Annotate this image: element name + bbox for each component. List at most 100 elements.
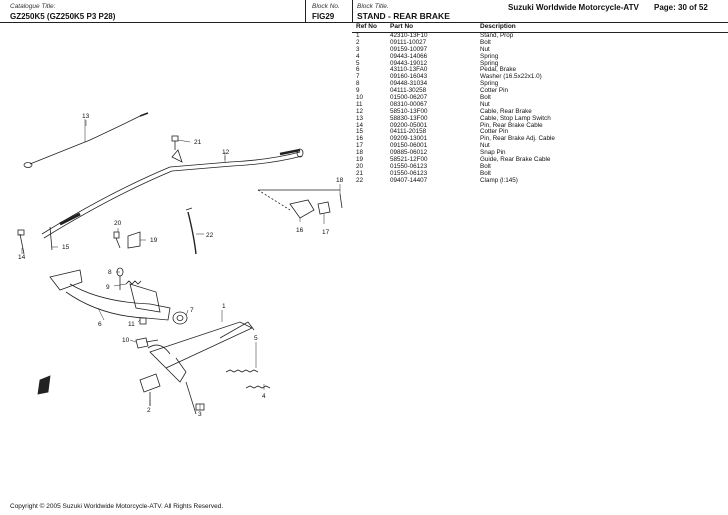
callout-13: 13 (82, 113, 90, 120)
callout-19: 19 (150, 237, 158, 244)
callout-8: 8 (108, 269, 112, 276)
callout-9: 9 (106, 284, 110, 291)
cell-part-no: 09448-31034 (390, 80, 428, 88)
callout-14: 14 (18, 254, 26, 261)
cell-ref-no: 14 (356, 121, 364, 129)
cell-part-no: 09159-10097 (390, 45, 428, 53)
cell-ref-no: 17 (356, 142, 364, 150)
cell-part-no: 04111-20158 (390, 128, 427, 136)
cell-ref-no: 22 (356, 176, 364, 184)
spring-cotter (125, 280, 142, 285)
cell-description: Cotter Pin (480, 128, 508, 136)
callout-17: 17 (322, 229, 330, 236)
adjuster-pin-nut (257, 189, 343, 219)
cell-part-no: 58830-13F00 (390, 114, 428, 122)
cell-part-no: 09160-16043 (390, 73, 428, 81)
table-row: 2 09111-10027 Bolt (352, 38, 728, 47)
cell-ref-no: 19 (356, 156, 364, 164)
cell-part-no: 58521-12F00 (390, 156, 428, 164)
stand-springs (225, 369, 271, 389)
cell-ref-no: 12 (356, 107, 364, 115)
divider (305, 0, 306, 22)
exploded-parts-diagram: 1 2 3 4 5 6 7 8 9 10 11 12 13 14 15 16 1… (17, 112, 344, 418)
cable-pins (17, 226, 53, 255)
catalogue-title-label: Catalogue Title: (10, 3, 56, 10)
cell-description: Pedal, Brake (480, 66, 517, 74)
rear-brake-cable (41, 148, 304, 239)
cell-description: Cotter Pin (480, 87, 508, 95)
col-description: Description (480, 23, 516, 30)
callout-22: 22 (206, 232, 214, 239)
callout-4: 4 (262, 393, 266, 400)
cell-ref-no: 15 (356, 128, 364, 136)
callout-5: 5 (254, 335, 258, 342)
cell-ref-no: 10 (356, 94, 364, 102)
cell-ref-no: 3 (356, 45, 360, 53)
publisher-name: Suzuki Worldwide Motorcycle-ATV (508, 3, 639, 12)
callout-21: 21 (194, 139, 202, 146)
cell-part-no: 42310-13F10 (390, 32, 428, 39)
col-ref-no: Ref No (356, 23, 377, 30)
cell-description: Cable, Rear Brake (480, 107, 532, 115)
callout-16: 16 (296, 227, 304, 234)
block-title-value: STAND - REAR BRAKE (357, 11, 450, 21)
cell-part-no: 09209-13001 (390, 135, 428, 143)
cell-ref-no: 8 (356, 80, 360, 88)
callout-10: 10 (122, 337, 130, 344)
washer (172, 311, 188, 325)
cell-part-no: 04111-30258 (390, 87, 427, 95)
front-arrow-icon (37, 375, 51, 395)
cell-part-no: 43110-13FA0 (390, 66, 428, 74)
cell-ref-no: 20 (356, 162, 364, 170)
cell-description: Cable, Stop Lamp Switch (480, 114, 551, 122)
block-no-label: Block No. (312, 3, 340, 10)
callout-11: 11 (128, 321, 135, 328)
cell-description: Pin, Rear Brake Adj. Cable (480, 135, 555, 143)
cell-ref-no: 2 (356, 38, 360, 46)
cell-ref-no: 13 (356, 114, 364, 122)
table-row: 6 43110-13FA0 Pedal, Brake (352, 67, 728, 74)
cell-part-no: 01550-06123 (390, 169, 428, 177)
cell-description: Washer (16.5x22x1.0) (480, 73, 542, 81)
table-row: 21 01550-06123 Bolt (352, 169, 728, 178)
cell-part-no: 09443-19012 (390, 59, 428, 67)
cell-description: Stand, Prop (480, 32, 514, 39)
table-row: 13 58830-13F00 Cable, Stop Lamp Switch (352, 114, 728, 123)
callout-1: 1 (222, 303, 226, 310)
cell-ref-no: 21 (356, 169, 364, 177)
cell-description: Nut (480, 100, 490, 108)
cell-part-no: 09407-14407 (390, 176, 428, 184)
callout-18: 18 (336, 177, 344, 184)
cell-description: Bolt (480, 38, 491, 46)
cell-description: Bolt (480, 169, 491, 177)
block-title-label: Block Title. (357, 3, 389, 10)
header-bar: Catalogue Title: GZ250K5 (GZ250K5 P3 P28… (0, 0, 728, 23)
cell-ref-no: 4 (356, 52, 360, 60)
pivot-bolt-nut (135, 317, 159, 349)
cell-part-no: 09200-05001 (390, 121, 428, 129)
block-no-value: FIG29 (312, 12, 335, 21)
cell-description: Snap Pin (480, 149, 506, 157)
prop-stand (147, 321, 255, 415)
cell-part-no: 01550-06123 (390, 162, 428, 170)
cell-ref-no: 18 (356, 149, 364, 157)
cell-ref-no: 6 (356, 66, 360, 74)
cell-part-no: 09443-14066 (390, 52, 428, 60)
cell-ref-no: 9 (356, 87, 360, 95)
cell-description: Spring (480, 59, 499, 67)
cell-part-no: 09111-10027 (390, 38, 427, 46)
callout-2: 2 (147, 407, 151, 414)
cell-description: Guide, Rear Brake Cable (480, 156, 551, 164)
table-row: 15 04111-20158 Cotter Pin (352, 129, 728, 136)
stop-lamp-cable (23, 112, 149, 168)
cell-ref-no: 7 (356, 73, 360, 81)
callout-20: 20 (114, 220, 122, 227)
